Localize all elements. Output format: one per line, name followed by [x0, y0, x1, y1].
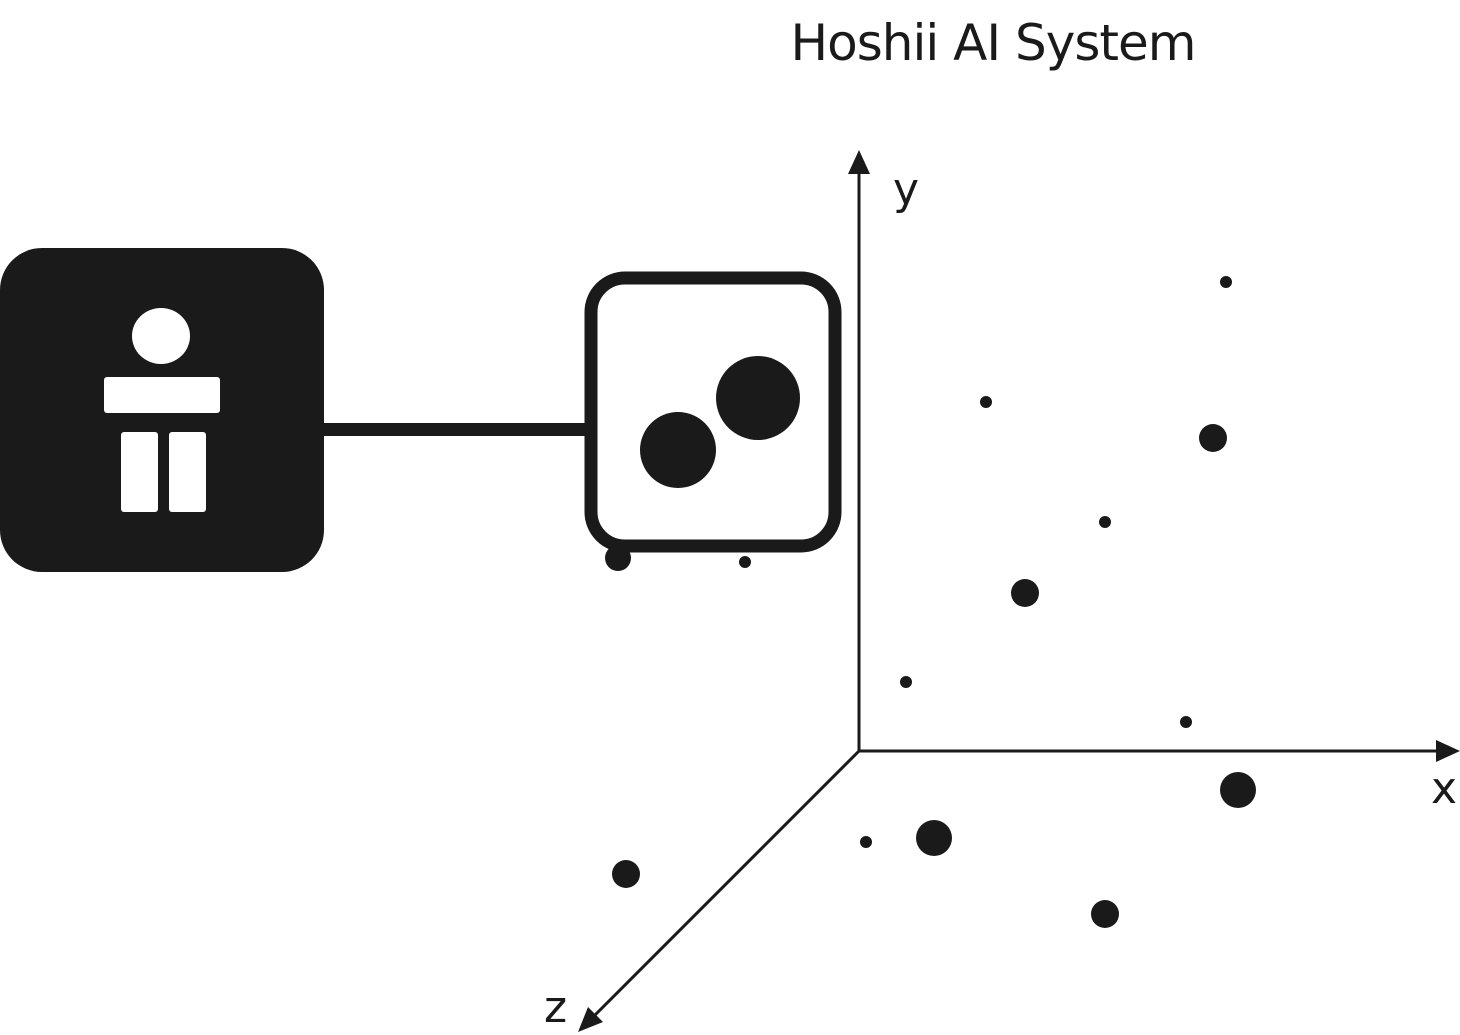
z-axis-label: z: [544, 982, 567, 1033]
data-point: [1091, 900, 1119, 928]
data-point: [1220, 772, 1256, 808]
person-icon: [104, 308, 220, 512]
model-circle-small: [640, 412, 716, 488]
y-axis-arrowhead: [848, 150, 870, 174]
person-head: [132, 308, 190, 364]
scatter-points: [605, 276, 1256, 928]
z-axis-arrowhead: [578, 1007, 603, 1032]
model-circle-large: [716, 356, 800, 440]
data-point: [739, 556, 751, 568]
data-point: [916, 820, 952, 856]
x-axis-arrowhead: [1436, 740, 1460, 762]
two-circles-icon: [640, 356, 800, 488]
data-point: [900, 676, 912, 688]
data-point: [1099, 516, 1111, 528]
person-left-leg: [121, 432, 158, 512]
x-axis-label: x: [1431, 763, 1457, 814]
data-point: [612, 860, 640, 888]
z-axis-line: [590, 749, 861, 1020]
data-point: [605, 545, 631, 571]
data-point: [980, 396, 992, 408]
connector-line: [322, 423, 590, 436]
y-axis-label: y: [893, 164, 919, 215]
data-point: [1180, 716, 1192, 728]
data-point: [1199, 424, 1227, 452]
coordinate-axes: [578, 150, 1460, 1032]
person-shoulders: [104, 377, 220, 413]
model-block-frame: [584, 271, 842, 553]
user-block: [0, 248, 324, 572]
data-point: [860, 836, 872, 848]
model-block: [584, 271, 842, 553]
data-point: [1011, 579, 1039, 607]
person-right-leg: [169, 432, 206, 512]
data-point: [1220, 276, 1232, 288]
diagram-title: Hoshii AI System: [791, 14, 1196, 72]
